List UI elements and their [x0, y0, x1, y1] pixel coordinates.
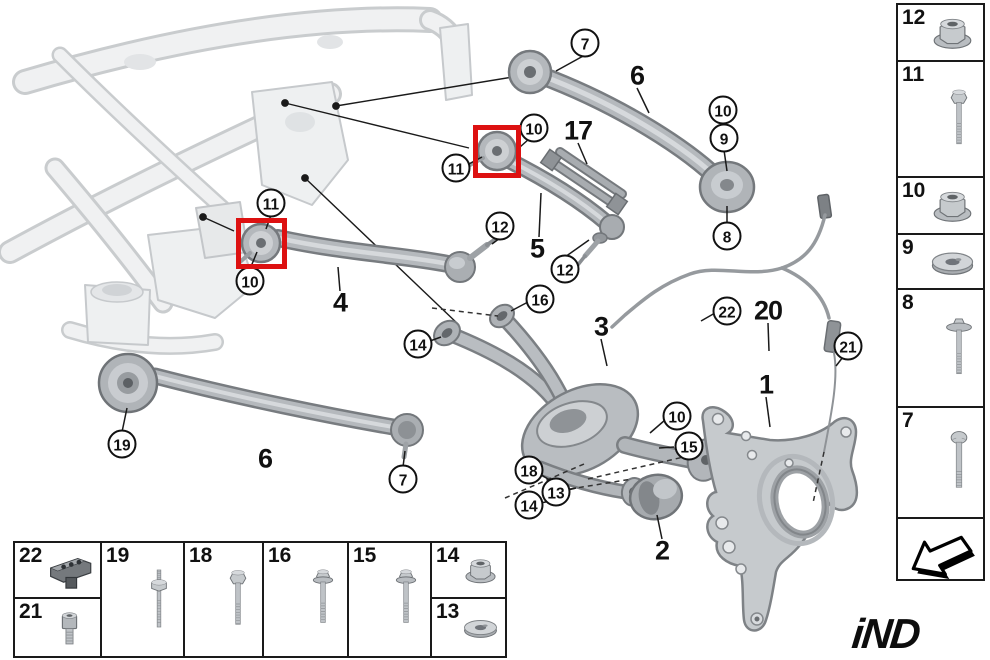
legend-cell-8: 8: [896, 288, 985, 408]
part-number-label-3: 3: [593, 311, 609, 342]
control-arm-bushing: [628, 473, 684, 521]
hex-bolt-icon: [229, 570, 247, 625]
highlight-box-2: [236, 218, 287, 269]
upper-camber-arm: [507, 49, 756, 214]
stud-icon: [151, 569, 167, 628]
legend-number: 18: [189, 544, 213, 567]
callout-circle-7: 7: [388, 464, 418, 494]
callout-circle-14: 14: [514, 490, 544, 520]
legend-number: 14: [436, 544, 460, 567]
part-number-label-6: 6: [629, 60, 645, 91]
arrow-icon: [911, 535, 975, 579]
legend-number: 8: [902, 291, 914, 314]
legend-cell-22: 22: [13, 541, 102, 599]
legend-cell-11: 11: [896, 60, 985, 178]
legend-number: 13: [436, 600, 460, 623]
ind-logo: iND: [849, 610, 922, 657]
callout-circle-14: 14: [403, 329, 433, 359]
legend-cell-16: 16: [262, 541, 349, 658]
legend-cell-21: 21: [13, 597, 102, 658]
part-number-label-1: 1: [758, 369, 774, 400]
upper-guide-arm: [468, 130, 625, 268]
callout-circle-22: 22: [712, 296, 742, 326]
callout-circle-15: 15: [674, 431, 704, 461]
legend-cell-9: 9: [896, 233, 985, 290]
part-number-label-17: 17: [563, 115, 593, 146]
legend-cell-: [896, 517, 985, 581]
legend-number: 16: [268, 544, 292, 567]
callout-circle-9: 9: [709, 123, 739, 153]
flange-bolt-icon: [395, 569, 417, 623]
legend-number: 22: [19, 544, 43, 567]
legend-number: 11: [902, 63, 925, 86]
legend-number: 12: [902, 6, 926, 29]
callout-circle-8: 8: [712, 221, 742, 251]
wheel-carrier: [701, 406, 859, 632]
flange-nut-icon: [465, 559, 496, 584]
hex-bolt-icon: [950, 89, 968, 145]
legend-cell-19: 19: [100, 541, 185, 658]
callout-circle-21: 21: [833, 331, 863, 361]
callout-circle-10: 10: [708, 95, 738, 125]
callout-circle-11: 11: [441, 153, 471, 183]
flange-bolt-icon: [312, 569, 334, 623]
bolt-washer-icon: [946, 318, 972, 375]
highlight-box-1: [473, 125, 521, 178]
legend-cell-10: 10: [896, 176, 985, 235]
legend-number: 9: [902, 236, 914, 259]
callout-circle-11: 11: [256, 188, 286, 218]
lower-control-arm: [433, 303, 724, 507]
part-number-label-20: 20: [753, 295, 783, 326]
callout-circle-10: 10: [519, 113, 549, 143]
callout-circle-12: 12: [485, 211, 515, 241]
washer-icon: [931, 252, 974, 275]
legend-cell-12: 12: [896, 3, 985, 62]
legend-cell-18: 18: [183, 541, 264, 658]
adjustment-link: [539, 147, 629, 216]
abs-sensor-cable: [610, 193, 842, 453]
callout-circle-12: 12: [550, 254, 580, 284]
legend-number: 15: [353, 544, 377, 567]
washer-icon: [464, 620, 497, 638]
legend-number: 21: [19, 600, 43, 623]
callout-circle-18: 18: [514, 455, 544, 485]
legend-cell-13: 13: [430, 597, 507, 658]
callout-circle-10: 10: [662, 401, 692, 431]
legend-cell-15: 15: [347, 541, 432, 658]
callout-circle-7: 7: [570, 28, 600, 58]
flange-nut-icon: [933, 18, 972, 49]
part-number-label-4: 4: [332, 287, 348, 318]
bolt-axis-dashed-lines: [431, 307, 825, 504]
part-number-label-5: 5: [529, 233, 545, 264]
legend-cell-7: 7: [896, 406, 985, 519]
traction-strut: [238, 222, 499, 283]
legend-number: 10: [902, 179, 926, 202]
dome-bolt-icon: [950, 431, 968, 488]
legend-number: 19: [106, 544, 130, 567]
bracket-icon: [49, 557, 92, 589]
legend-number: 7: [902, 409, 914, 432]
part-number-label-6: 6: [257, 443, 273, 474]
legend-cell-14: 14: [430, 541, 507, 599]
callout-circle-10: 10: [235, 266, 265, 296]
lower-track-arm: [97, 352, 424, 460]
callout-circle-16: 16: [525, 284, 555, 314]
part-number-label-2: 2: [654, 535, 670, 566]
callout-circle-19: 19: [107, 429, 137, 459]
callout-circle-13: 13: [541, 477, 571, 507]
flange-nut-icon: [933, 191, 972, 222]
socket-bolt-icon: [61, 612, 78, 645]
